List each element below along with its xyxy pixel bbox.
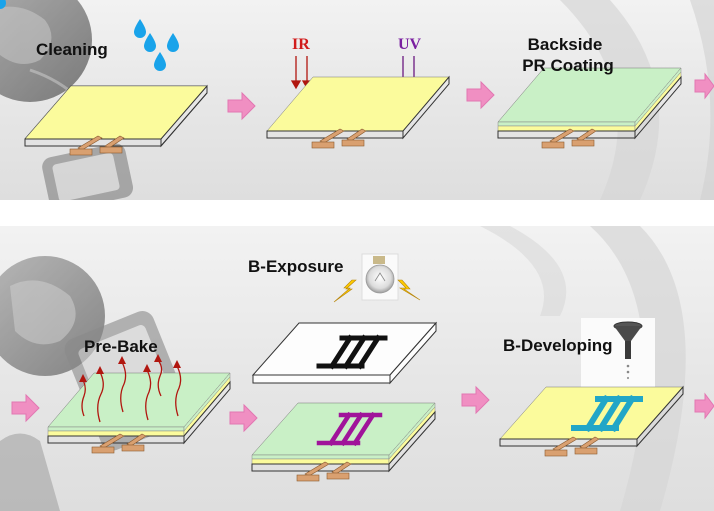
water-drops-icon [0, 0, 179, 71]
lamp-icon [361, 253, 399, 301]
globe-decoration [0, 0, 92, 102]
wafer-pre-bake [47, 372, 231, 454]
hand-decoration [0, 433, 60, 511]
bottom-panel-graphics [0, 226, 714, 511]
uv-label: UV [398, 36, 422, 53]
heat-arrow-heads [79, 354, 181, 382]
mask-pattern [316, 334, 388, 370]
developed-pattern [571, 394, 643, 433]
step-label-pr-coating: PR Coating [522, 56, 614, 75]
swoosh-decoration [590, 226, 686, 511]
wafer-cleaning [24, 84, 208, 156]
step-label-pre-bake: Pre-Bake [84, 337, 158, 356]
photomask [251, 321, 438, 385]
wafer-support-pins [541, 128, 597, 149]
swoosh-decoration [480, 226, 567, 316]
heat-arrows [81, 359, 182, 423]
wafer-support-pins [91, 433, 147, 454]
device-decoration [42, 143, 134, 200]
swoosh-decoration [690, 0, 714, 200]
wafer-support-pins [69, 135, 125, 156]
process-arrow [229, 403, 258, 433]
wafer-irradiation [266, 75, 450, 149]
process-arrow [694, 72, 714, 100]
exposed-pattern [316, 411, 383, 447]
process-arrow [461, 385, 490, 415]
process-arrow [466, 80, 495, 110]
lightning-bolt-icon [333, 279, 421, 303]
developer-funnel-icon [581, 318, 655, 388]
top-process-panel: Cleaning IR UV Backside PR Coating [0, 0, 714, 200]
bottom-process-panel: B-Exposure Pre-Bake B-Developing [0, 226, 714, 511]
process-arrow [227, 91, 256, 121]
step-label-cleaning: Cleaning [36, 40, 108, 59]
top-panel-graphics [0, 0, 714, 200]
process-arrow [11, 393, 40, 423]
step-label-b-exposure: B-Exposure [248, 257, 344, 276]
wafer-developed [499, 385, 684, 457]
wafer-exposed [251, 402, 436, 482]
wafer-support-pins [296, 461, 352, 482]
step-label-backside: Backside [527, 35, 603, 54]
wafer-pr-coated [497, 67, 682, 149]
step-label-b-developing: B-Developing [503, 336, 613, 355]
swoosh-decoration [560, 0, 660, 200]
process-arrow [694, 392, 714, 420]
wafer-support-pins [311, 128, 367, 149]
wafer-support-pins [544, 436, 600, 457]
ir-label: IR [292, 36, 310, 53]
